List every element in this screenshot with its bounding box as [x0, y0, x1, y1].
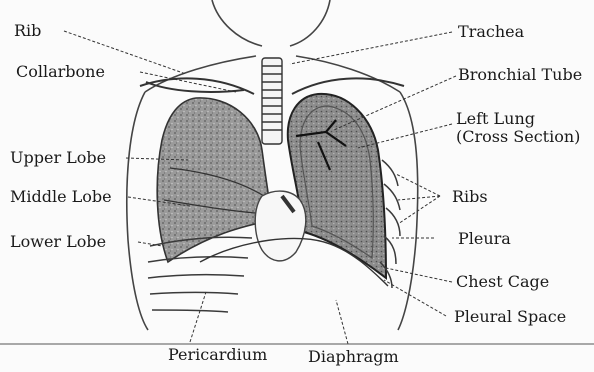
label-lower-lobe: Lower Lobe	[10, 233, 106, 251]
label-left-lung: Left Lung (Cross Section)	[456, 110, 580, 146]
label-left-lung-line2: (Cross Section)	[456, 128, 580, 146]
label-bronchial-tube: Bronchial Tube	[458, 66, 582, 84]
label-upper-lobe: Upper Lobe	[10, 149, 106, 167]
label-trachea: Trachea	[458, 23, 524, 41]
label-pleura: Pleura	[458, 230, 511, 248]
label-ribs: Ribs	[452, 188, 488, 206]
trachea	[262, 58, 282, 144]
label-left-lung-line1: Left Lung	[456, 110, 580, 128]
label-pleural-space: Pleural Space	[454, 308, 566, 326]
left-lung	[288, 94, 386, 278]
heart	[255, 191, 306, 261]
label-middle-lobe: Middle Lobe	[10, 188, 112, 206]
label-collarbone: Collarbone	[16, 63, 105, 81]
label-diaphragm: Diaphragm	[308, 348, 399, 366]
label-pericardium: Pericardium	[168, 346, 267, 364]
label-chest-cage: Chest Cage	[456, 273, 549, 291]
label-rib: Rib	[14, 22, 41, 40]
